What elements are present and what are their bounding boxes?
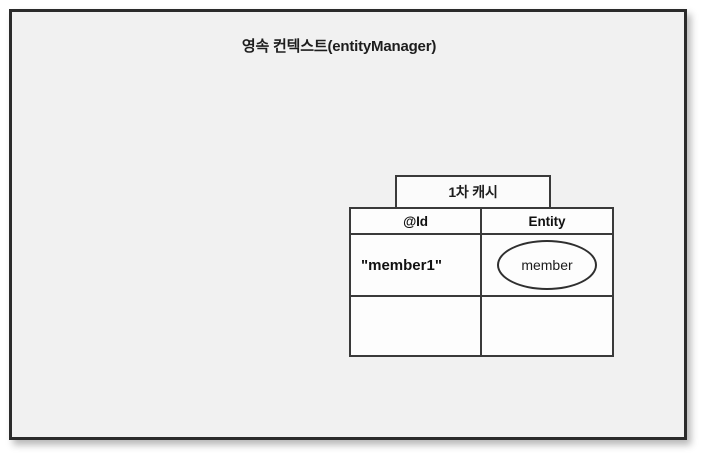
entity-ellipse: member <box>497 240 597 290</box>
cache-table-header-row: @Id Entity <box>349 207 614 235</box>
persistence-context-frame: 영속 컨텍스트(entityManager) 1차 캐시 @Id Entity … <box>9 9 687 440</box>
column-header-id: @Id <box>349 207 482 235</box>
persistence-context-title: 영속 컨텍스트(entityManager) <box>12 35 684 56</box>
first-level-cache-tab-label: 1차 캐시 <box>448 183 498 200</box>
cache-table-head: @Id Entity <box>349 207 614 235</box>
cell-entity: member <box>480 233 614 297</box>
first-level-cache-table: @Id Entity "member1" member <box>349 207 614 357</box>
persistence-context-title-text: 영속 컨텍스트(entityManager) <box>241 38 437 55</box>
cell-id: "member1" <box>349 233 482 297</box>
table-row <box>349 295 614 357</box>
first-level-cache-tab: 1차 캐시 <box>395 175 551 208</box>
entity-id-value: "member1" <box>361 256 442 274</box>
cell-id-empty <box>349 295 482 357</box>
cache-table-body: "member1" member <box>349 233 614 357</box>
cell-entity-empty <box>480 295 614 357</box>
table-row: "member1" member <box>349 233 614 297</box>
first-level-cache-group: 1차 캐시 @Id Entity "member1" member <box>340 175 614 363</box>
column-header-entity: Entity <box>480 207 614 235</box>
